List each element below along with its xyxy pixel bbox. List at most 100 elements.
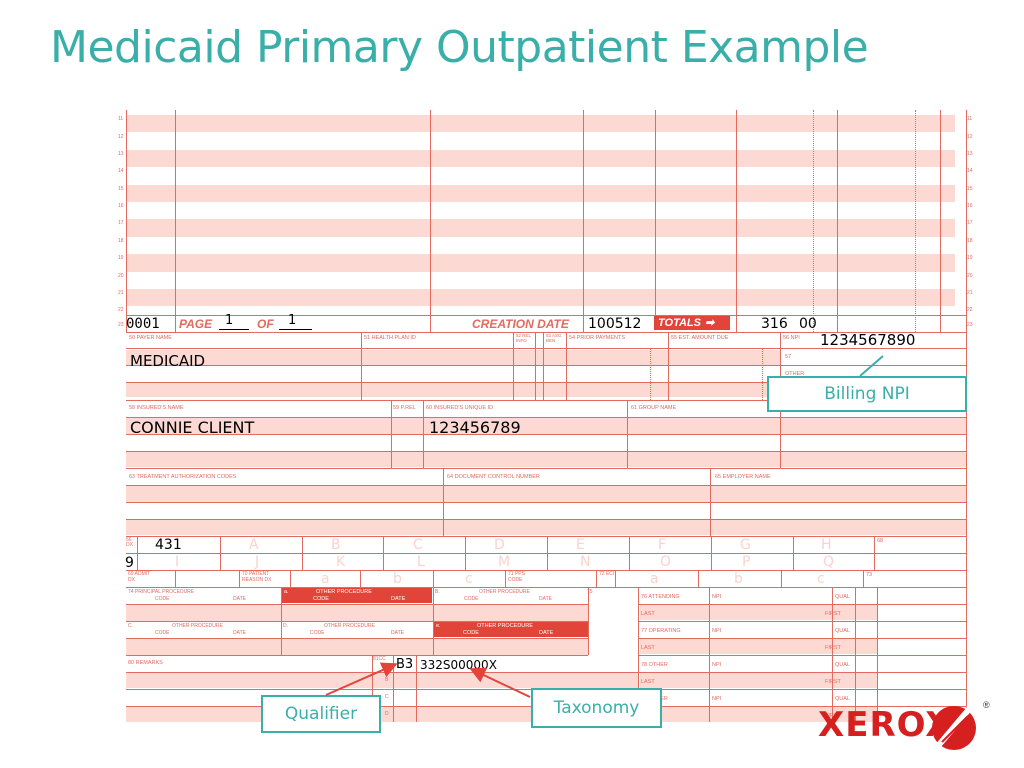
total-charges-cents: 00 — [799, 316, 817, 332]
cc81-label: 81CC — [373, 656, 386, 662]
line-number: 22 — [967, 307, 973, 313]
grid-line — [698, 570, 699, 587]
ghost-letter: K — [336, 554, 346, 570]
billing-arrow — [859, 355, 884, 377]
ghost-letter: b — [734, 571, 743, 587]
grid-line — [175, 570, 176, 587]
date-label: DATE — [391, 630, 404, 636]
line-number: 12 — [118, 134, 124, 140]
xerox-logo: XEROX — [818, 705, 953, 745]
grid-line — [711, 536, 712, 570]
insured-name-value: CONNIE CLIENT — [130, 418, 255, 437]
grid-line — [126, 638, 588, 639]
qual-label: QUAL — [835, 628, 850, 634]
line-number: 20 — [118, 273, 124, 279]
grid-line — [655, 110, 656, 316]
grid-line — [126, 468, 966, 469]
line-number: 18 — [967, 238, 973, 244]
code-label: CODE — [464, 596, 479, 602]
grid-line — [220, 536, 221, 570]
grid-line — [855, 587, 856, 722]
grid-line — [505, 570, 506, 587]
box68-label: 68 — [877, 538, 884, 544]
npi-short-label: NPI — [712, 662, 722, 668]
ghost-letter: E — [576, 537, 585, 553]
cc-qualifier-value: B3 — [396, 657, 414, 672]
npi-short-label: NPI — [712, 628, 722, 634]
line-number: 17 — [967, 220, 973, 226]
grid-line — [638, 689, 966, 690]
grid-line — [813, 110, 814, 332]
line-number: 11 — [967, 116, 973, 122]
proc-letter: d. — [283, 623, 288, 629]
proc-row-fill — [126, 605, 588, 621]
line-number: 16 — [118, 203, 124, 209]
qual-label: QUAL — [835, 594, 850, 600]
grid-line — [126, 587, 966, 588]
grid-line — [596, 570, 597, 587]
grid-line — [736, 110, 737, 332]
last-label: LAST — [641, 679, 655, 685]
grid-line — [126, 417, 966, 418]
insured-id-value: 123456789 — [429, 418, 521, 437]
qual-label: QUAL — [835, 662, 850, 668]
grid-line — [383, 536, 384, 570]
service-line-row — [126, 289, 955, 307]
payer-row-fill — [126, 350, 781, 365]
payer-row-fill — [126, 382, 781, 397]
grid-line — [780, 400, 781, 468]
physician-row-fill — [640, 707, 877, 722]
grid-line — [793, 536, 794, 570]
xerox-sphere-icon — [932, 706, 976, 750]
other-label: OTHER — [785, 371, 805, 377]
grid-line — [126, 621, 588, 622]
line-number: 20 — [967, 273, 973, 279]
grid-line — [780, 332, 781, 400]
service-line-row — [126, 115, 955, 133]
principal-proc-label: 74 PRINCIPAL PROCEDURE — [128, 589, 195, 595]
grid-line — [372, 655, 373, 722]
auth-row-fill — [126, 519, 966, 535]
insureds-unique-id-label: 60 INSURED'S UNIQUE ID — [426, 405, 494, 411]
grid-line — [709, 587, 710, 722]
grid-line — [627, 400, 628, 468]
grid-line — [566, 332, 567, 400]
box75-label: 75 — [587, 589, 593, 595]
line-number: 21 — [967, 290, 973, 296]
grid-line — [874, 536, 875, 570]
grid-line — [423, 400, 424, 468]
attending-label: 76 ATTENDING — [641, 594, 680, 600]
proc-letter: c. — [128, 623, 133, 629]
grid-line — [638, 672, 966, 673]
grid-line — [650, 348, 651, 400]
grid-line — [638, 587, 639, 722]
grid-line — [762, 348, 763, 400]
of-label: OF — [257, 317, 274, 331]
service-line-row — [126, 219, 955, 237]
other-proc-label: OTHER PROCEDURE — [172, 623, 223, 629]
other-proc-label: OTHER PROCEDURE — [479, 589, 530, 595]
line-number: 12 — [967, 134, 973, 140]
cc-row-letter: c — [385, 694, 389, 700]
grid-line — [175, 110, 176, 332]
grid-line — [126, 689, 638, 690]
line-number: 18 — [118, 238, 124, 244]
proc-letter: b. — [435, 589, 440, 595]
grid-line — [126, 604, 588, 605]
line-number: 16 — [967, 203, 973, 209]
line-number: 14 — [118, 168, 124, 174]
code-label: CODE — [155, 596, 170, 602]
page-number: 1 — [225, 313, 234, 328]
creation-date: 100512 — [588, 316, 642, 332]
line-number: 15 — [967, 186, 973, 192]
line-number: 23 — [118, 322, 124, 328]
grid-line — [126, 110, 127, 332]
line-number: 19 — [967, 255, 973, 261]
asg-ben-label: 53 ASG BEN — [546, 333, 562, 343]
grid-line — [638, 655, 966, 656]
grid-line — [668, 332, 669, 400]
total-charges: 316 — [761, 316, 788, 332]
grid-line — [638, 604, 966, 605]
grid-line — [966, 110, 967, 722]
grid-line — [126, 706, 638, 707]
